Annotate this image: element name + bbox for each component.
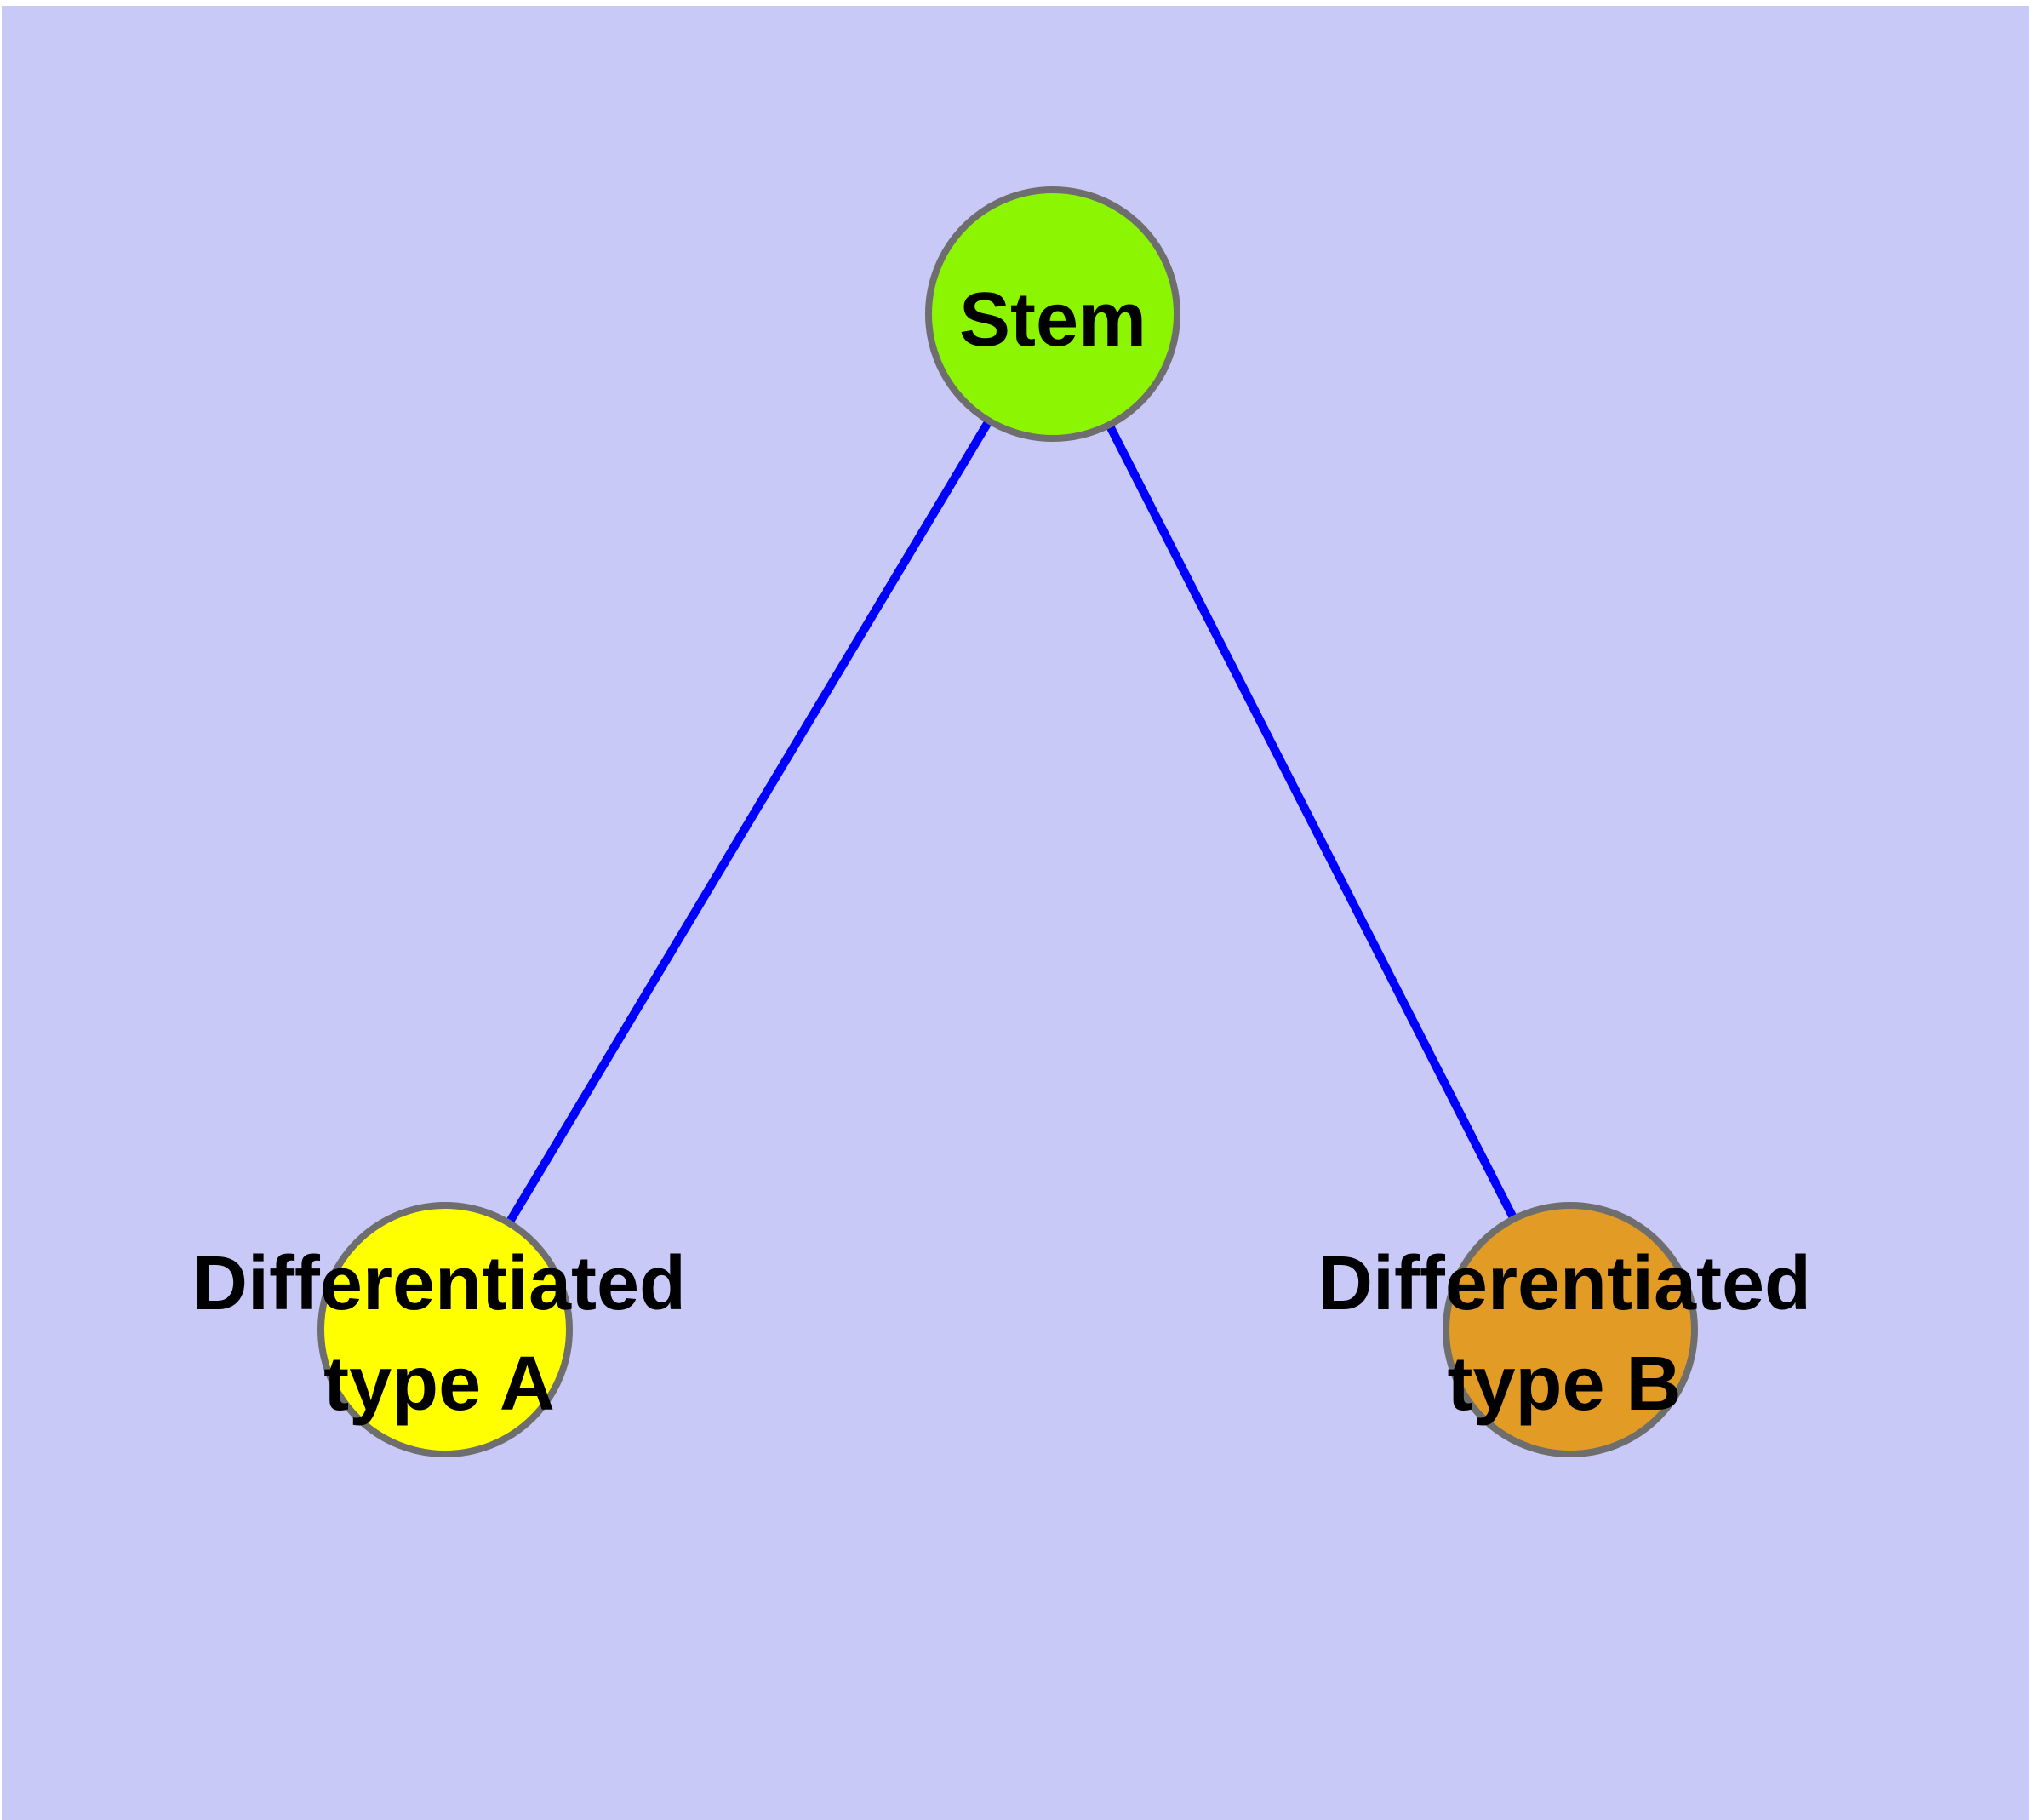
node-type-b-label-line1: Differentiated [1317,1241,1811,1326]
node-stem-label: Stem [959,278,1146,363]
node-type-b-label-line2: type B [1447,1342,1681,1427]
node-type-a-label-line1: Differentiated [192,1241,686,1326]
node-type-a-label-line2: type A [323,1342,555,1427]
